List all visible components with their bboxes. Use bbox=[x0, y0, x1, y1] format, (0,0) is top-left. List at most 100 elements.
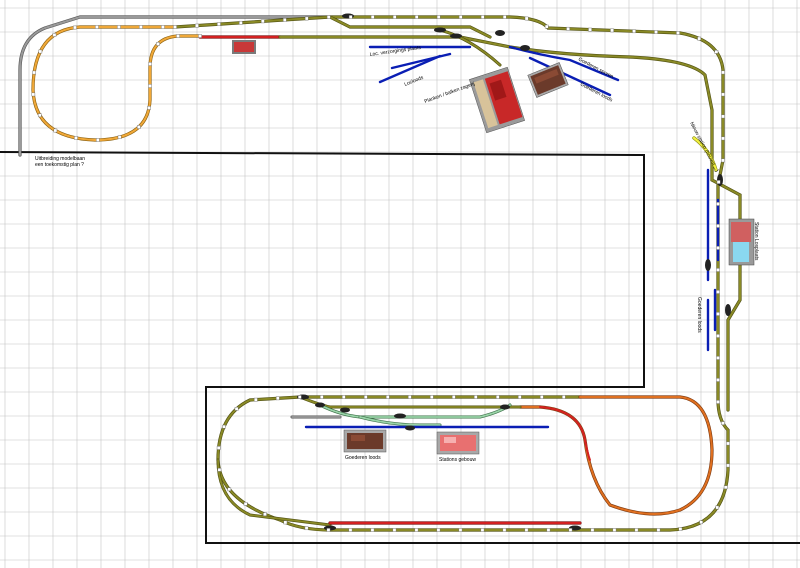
track-joint bbox=[117, 135, 122, 139]
track-joint bbox=[716, 290, 720, 294]
track-joint bbox=[517, 395, 522, 399]
track-joint bbox=[634, 528, 639, 532]
track-joint bbox=[326, 528, 331, 532]
label-goederen-loods-bottom: Goederen loods bbox=[345, 455, 381, 461]
track-joint bbox=[297, 395, 302, 399]
track-joint bbox=[414, 528, 419, 532]
track-joint bbox=[385, 395, 390, 399]
track-joint bbox=[370, 15, 375, 19]
track-joint bbox=[254, 397, 258, 402]
track-joint bbox=[716, 246, 720, 250]
track-joint bbox=[414, 15, 419, 19]
track-joint bbox=[429, 395, 434, 399]
building-top-red bbox=[232, 40, 256, 54]
track-joint bbox=[436, 15, 441, 19]
track-joint bbox=[161, 25, 165, 29]
track-joint bbox=[716, 268, 720, 272]
track-joint bbox=[716, 180, 721, 184]
track-joint bbox=[227, 487, 232, 492]
track-joint bbox=[632, 29, 636, 34]
track-joint bbox=[502, 15, 507, 19]
track-joint bbox=[590, 528, 595, 532]
track-joint bbox=[117, 25, 121, 29]
track-joint bbox=[612, 528, 617, 532]
label-goederen-sporen: Goederen sporen bbox=[577, 56, 614, 80]
track-joint bbox=[697, 36, 701, 41]
track-joint bbox=[721, 70, 725, 75]
track-joint bbox=[524, 16, 529, 21]
track-joint bbox=[495, 395, 500, 399]
track-joint bbox=[282, 18, 287, 22]
track-joint bbox=[721, 114, 725, 119]
track-joint bbox=[263, 512, 267, 517]
track-joint bbox=[544, 24, 549, 29]
track-joint bbox=[716, 312, 720, 316]
siding-layer bbox=[304, 45, 720, 429]
track-joint bbox=[326, 15, 331, 19]
label-station-losplaats: Station Losplaats bbox=[753, 222, 759, 261]
track-joint bbox=[566, 26, 570, 31]
track-joint bbox=[721, 421, 725, 425]
label-locloods: Locloods bbox=[404, 75, 425, 88]
track-layer bbox=[18, 15, 742, 532]
track-joint bbox=[656, 528, 661, 532]
track-joint bbox=[304, 16, 309, 21]
track-orange-inner-loop bbox=[518, 395, 714, 516]
track-joint bbox=[502, 528, 507, 532]
building-stations-gebouw bbox=[436, 431, 480, 455]
track-joint bbox=[610, 28, 614, 33]
track-joints bbox=[31, 15, 730, 532]
track-joint bbox=[721, 136, 725, 141]
track-joint bbox=[261, 19, 265, 24]
track-joint bbox=[716, 356, 720, 360]
track-joint bbox=[524, 528, 529, 532]
track-joint bbox=[458, 15, 463, 19]
room-boundary bbox=[0, 151, 800, 544]
track-joint bbox=[716, 202, 720, 206]
track-joint bbox=[96, 138, 100, 142]
track-joint bbox=[654, 30, 658, 34]
track-joint bbox=[53, 128, 58, 133]
track-joint bbox=[276, 396, 280, 401]
track-joint bbox=[148, 62, 152, 66]
track-joint bbox=[173, 25, 177, 29]
track-joint bbox=[407, 395, 412, 399]
track-joint bbox=[148, 84, 152, 88]
track-joint bbox=[363, 395, 368, 399]
label-uitbreiding-1: Uitbreiding modelbaan bbox=[35, 156, 85, 162]
track-joint bbox=[37, 113, 42, 118]
track-joint bbox=[715, 505, 720, 510]
track-joint bbox=[222, 424, 226, 429]
label-nieuw-station: Nieuw station (houten ...) bbox=[688, 121, 720, 173]
track-joint bbox=[217, 467, 222, 472]
track-joint bbox=[392, 15, 397, 19]
track-joint bbox=[216, 446, 221, 450]
building-station-losplaats bbox=[728, 218, 755, 266]
track-joint bbox=[341, 395, 346, 399]
track-joint bbox=[561, 395, 566, 399]
track-joint bbox=[137, 125, 141, 129]
track-joint bbox=[480, 528, 485, 532]
track-joint bbox=[283, 520, 288, 525]
track-joint bbox=[568, 528, 573, 532]
track-joint bbox=[436, 528, 441, 532]
track-joint bbox=[52, 33, 57, 37]
track-joint bbox=[721, 92, 725, 97]
track-joint bbox=[156, 42, 160, 46]
track-joint bbox=[348, 528, 353, 532]
track-joint bbox=[699, 520, 704, 525]
track-joint bbox=[217, 22, 221, 26]
track-joint bbox=[239, 20, 243, 25]
track-joint bbox=[95, 25, 99, 29]
track-joint bbox=[726, 441, 730, 446]
track-joint bbox=[392, 528, 397, 532]
label-goederen-loods-right: Goederen loods bbox=[696, 297, 702, 333]
building-zagerij bbox=[469, 66, 525, 134]
label-uitbreiding-2: een toekomstig plan ? bbox=[35, 162, 84, 168]
track-joint bbox=[139, 25, 143, 29]
track-joint bbox=[195, 23, 199, 28]
track-joint bbox=[451, 395, 456, 399]
track-joint bbox=[716, 378, 720, 382]
track-joint bbox=[31, 92, 36, 97]
